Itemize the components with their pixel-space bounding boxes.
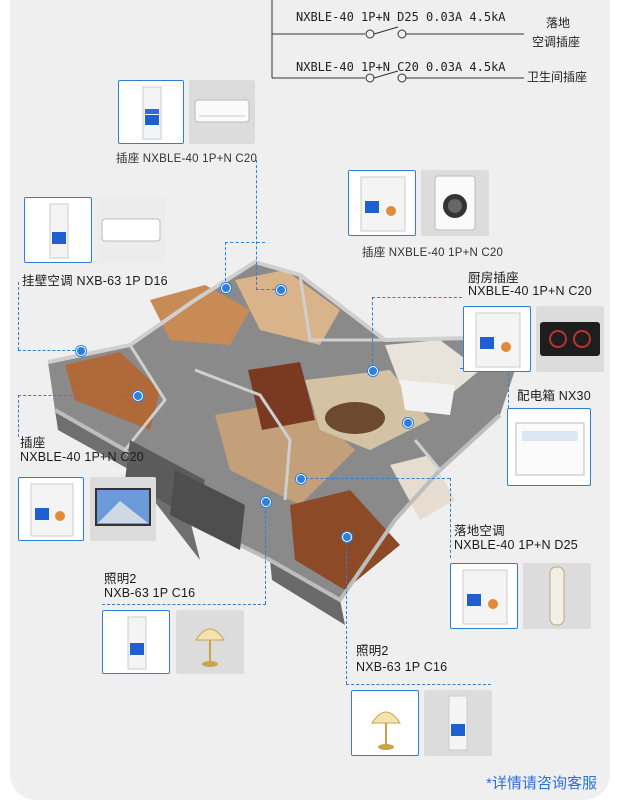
caption-socket-left-title: 插座 (20, 436, 46, 450)
breaker-icon (142, 86, 162, 140)
caption-kitchen-title: 厨房插座 (468, 271, 519, 285)
circuit-spec-2: NXBLE-40 1P+N C20 0.03A 4.5kA (296, 60, 506, 74)
tv-thumb (90, 477, 156, 541)
lamp-thumb-b (351, 690, 419, 756)
stove-thumb (536, 306, 604, 372)
caption-lighting-b-title: 照明2 (356, 644, 389, 658)
connector-floor-ac-h (300, 478, 450, 479)
room-bedroom-left (65, 352, 160, 430)
rcbo-breaker-icon (462, 569, 508, 625)
breaker-thumb-socket-top (118, 80, 184, 144)
breaker-thumb-lighting-b (424, 690, 492, 756)
wall-ac-icon (101, 218, 161, 242)
caption-washer-socket: 插座 NXBLE-40 1P+N C20 (362, 247, 504, 259)
marker-wall-ac (76, 346, 86, 356)
caption-distribution-box: 配电箱 NX30 (517, 389, 591, 403)
connector-kitchen (372, 297, 373, 367)
tv-icon (95, 488, 151, 526)
breaker-thumb-washer (348, 170, 416, 236)
marker-washer (221, 283, 231, 293)
wall-ac-icon (194, 99, 250, 123)
room-stairs (248, 362, 315, 430)
breaker-thumb-kitchen (463, 306, 531, 372)
breaker-thumb-socket-left (18, 477, 84, 541)
rcbo-breaker-icon (360, 176, 406, 232)
connector-lighting-b (346, 536, 347, 684)
connector-socket-left-h (18, 395, 138, 396)
ac-unit-thumb-wall (97, 197, 165, 263)
breaker-icon (448, 695, 468, 751)
caption-floor-ac-spec: NXBLE-40 1P+N D25 (454, 538, 578, 552)
connector-socket-top (256, 160, 257, 290)
caption-lighting-b-spec: NXB-63 1P C16 (356, 660, 448, 674)
connector-washer-h (225, 242, 265, 243)
connector-dist-box-v (508, 368, 509, 408)
distribution-box-thumb (507, 408, 591, 486)
lamp-thumb-a (176, 610, 244, 674)
circuit-diagram (271, 0, 524, 83)
rcbo-breaker-icon (30, 483, 74, 537)
room-master (235, 270, 340, 345)
marker-kitchen (368, 366, 378, 376)
rcbo-breaker-icon (475, 312, 521, 368)
marker-lighting-b (342, 532, 352, 542)
washer-thumb (421, 170, 489, 236)
caption-socket-left-spec: NXBLE-40 1P+N C20 (20, 450, 144, 464)
caption-lighting-a-title: 照明2 (104, 572, 137, 586)
ac-unit-thumb-top (189, 80, 255, 144)
circuit-dest-1b: 空调插座 (532, 35, 581, 49)
table-lamp-icon (195, 628, 225, 667)
marker-socket-top (276, 285, 286, 295)
connector-socket-top-h (256, 289, 280, 290)
caption-kitchen-spec: NXBLE-40 1P+N C20 (468, 284, 592, 298)
connector-kitchen-h (372, 297, 462, 298)
caption-wall-ac: 挂壁空调 NXB-63 1P D16 (22, 274, 168, 288)
floor-ac-thumb (523, 563, 591, 629)
distribution-box-icon (515, 422, 585, 476)
breaker-icon (127, 616, 147, 670)
caption-floor-ac-title: 落地空调 (454, 524, 505, 538)
footer-note: *详情请咨询客服 (486, 775, 597, 792)
breaker-icon (49, 203, 69, 259)
marker-socket-left (133, 391, 143, 401)
connector-lighting-b-h (346, 684, 491, 685)
circuit-spec-1: NXBLE-40 1P+N D25 0.03A 4.5kA (296, 10, 506, 24)
breaker-thumb-floor-ac (450, 563, 518, 629)
marker-lighting-a (261, 497, 271, 507)
connector-socket-left (18, 395, 19, 437)
circuit-dest-2: 卫生间插座 (527, 70, 588, 84)
breaker-thumb-wall-ac (24, 197, 92, 263)
caption-socket-top: 插座 NXBLE-40 1P+N C20 (116, 153, 258, 165)
room-upper (150, 285, 250, 345)
room-dist-box-area (400, 380, 455, 415)
connector-wall-ac (18, 282, 19, 350)
connector-lighting-a (265, 500, 266, 604)
connector-floor-ac (450, 478, 451, 558)
washing-machine-icon (434, 175, 476, 231)
caption-lighting-a-spec: NXB-63 1P C16 (104, 586, 196, 600)
floor-ac-icon (549, 566, 565, 626)
connector-lighting-a-h (102, 604, 266, 605)
table-lamp-icon (371, 711, 401, 750)
marker-floor-ac (296, 474, 306, 484)
gas-stove-icon (540, 322, 600, 356)
marker-dist-box (403, 418, 413, 428)
breaker-thumb-lighting-a (102, 610, 170, 674)
connector-wall-ac-h (18, 350, 80, 351)
circuit-dest-1a: 落地 (546, 16, 571, 30)
connector-washer (225, 242, 226, 286)
